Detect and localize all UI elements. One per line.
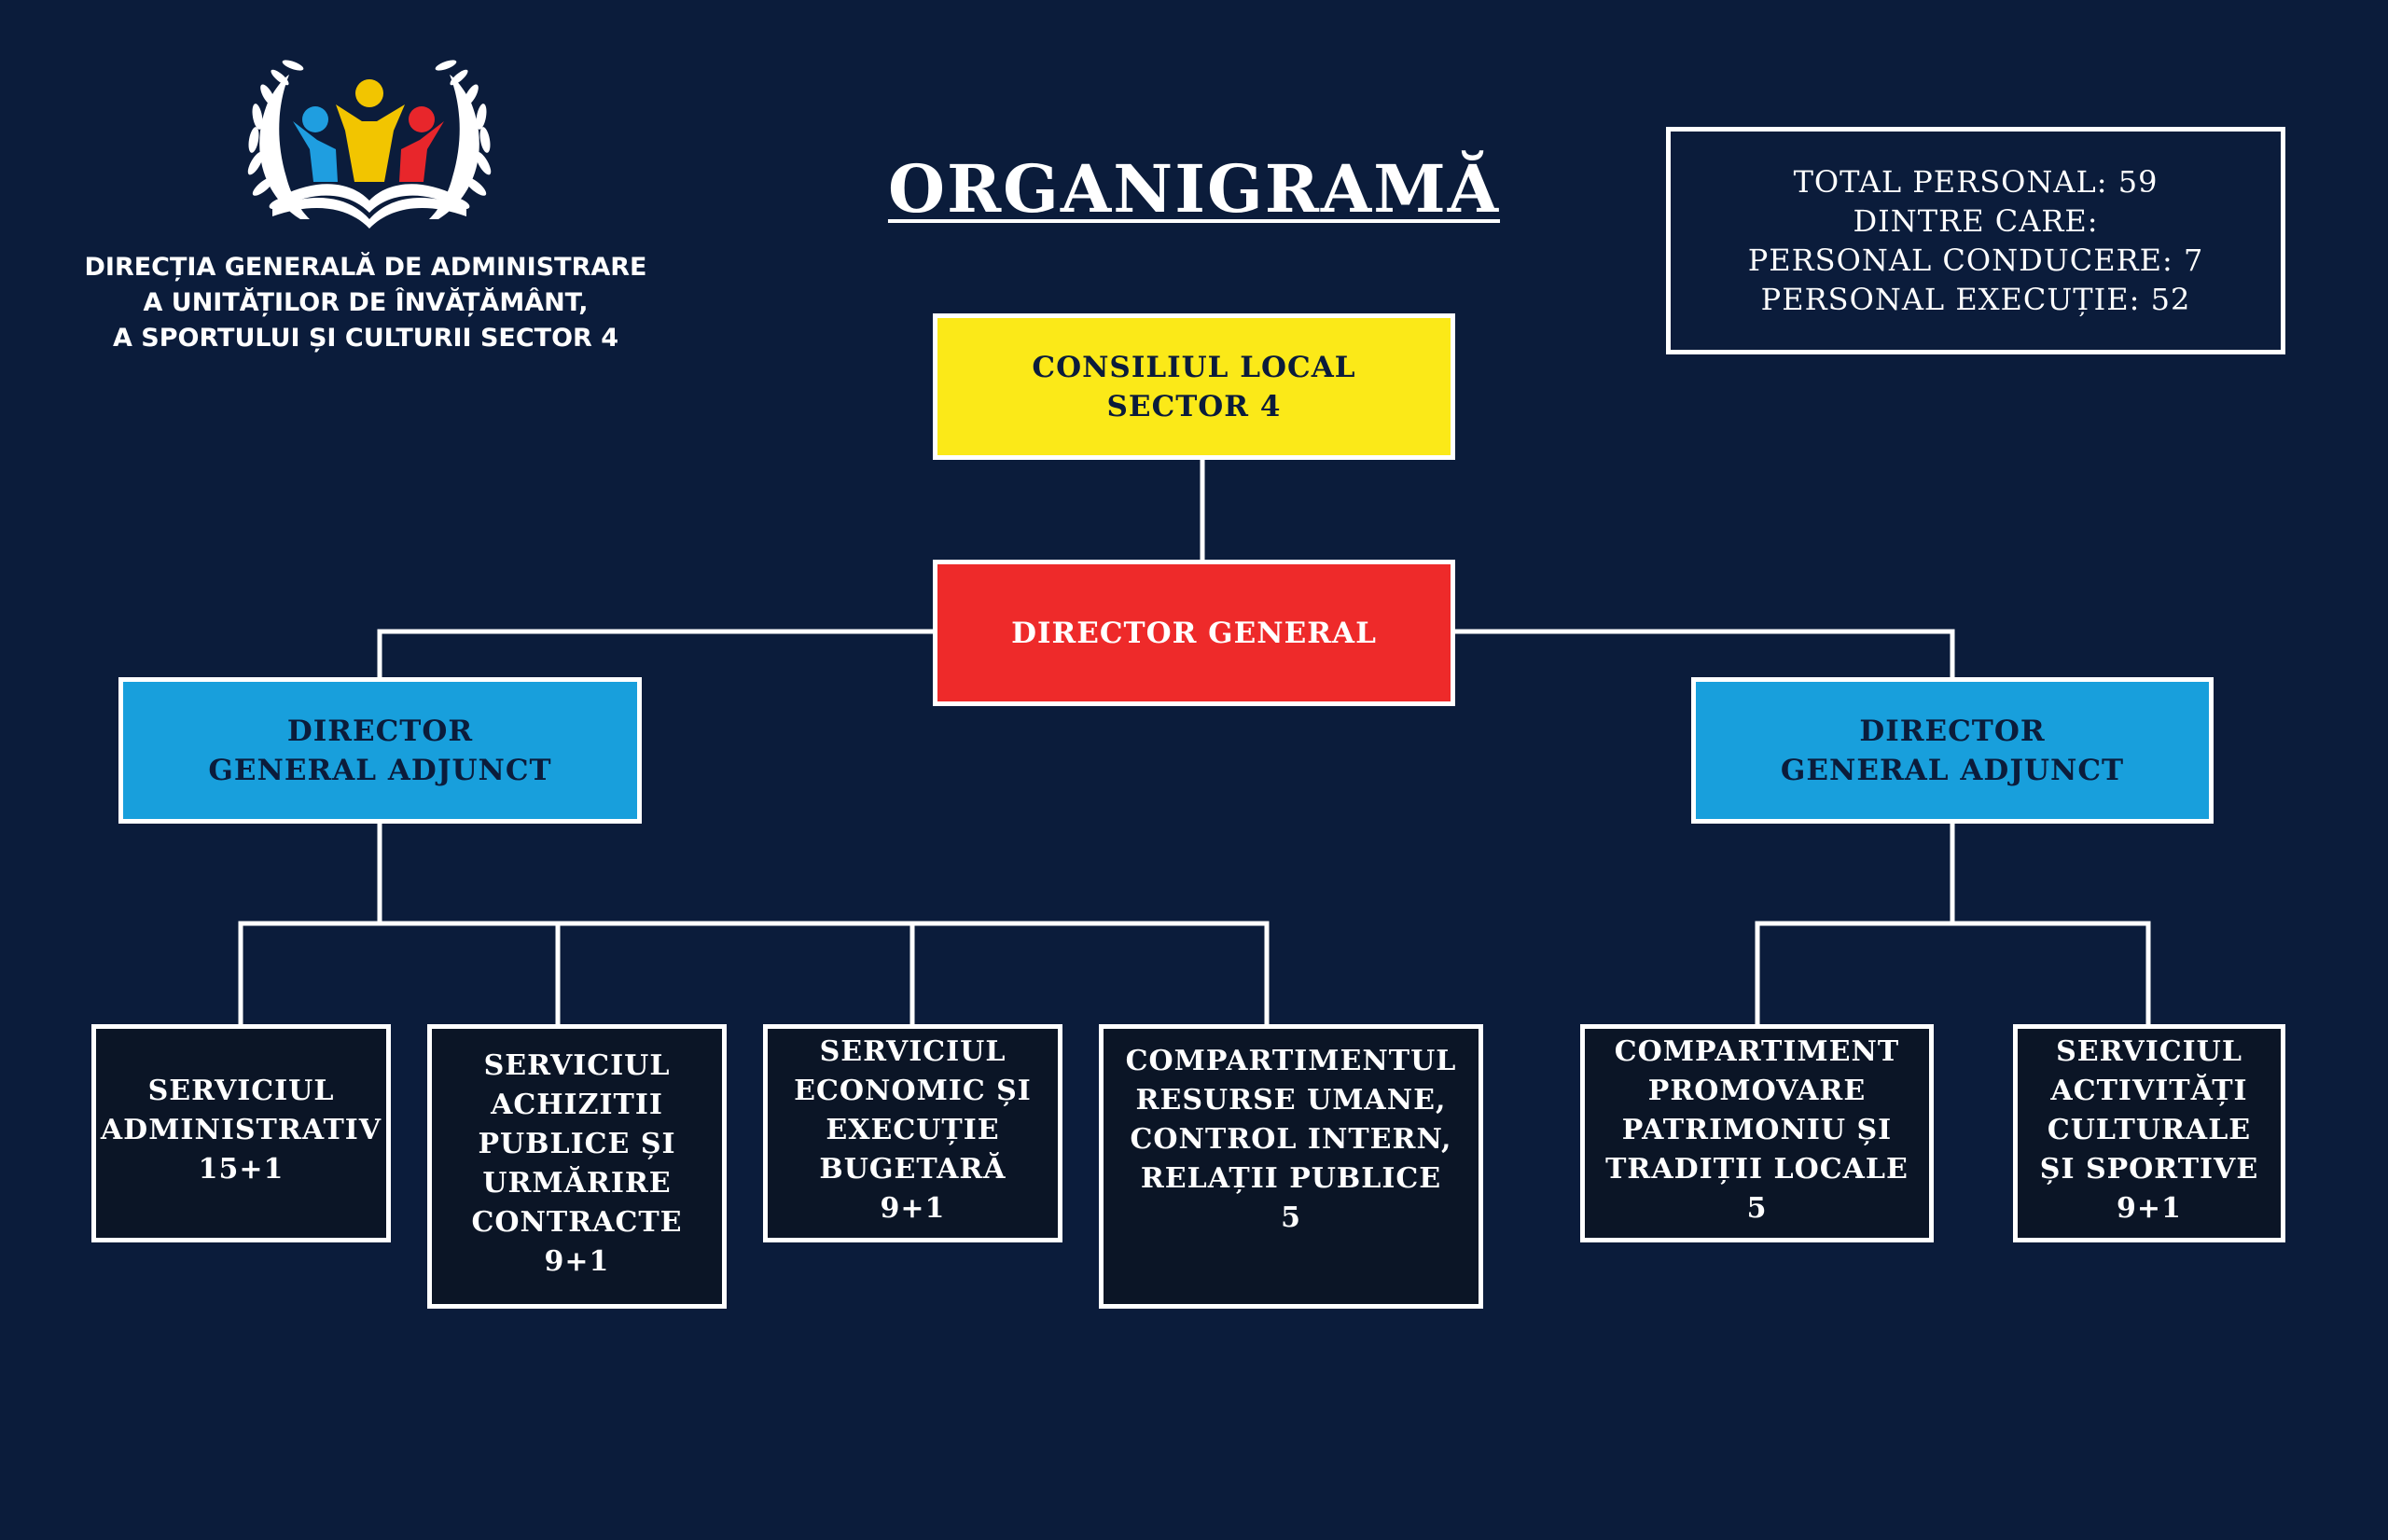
node-label: SERVICIUL [147,1075,335,1107]
node-label: GENERAL ADJUNCT [208,753,552,787]
organization-name: DIRECȚIA GENERALĂ DE ADMINISTRARE A UNIT… [65,250,666,356]
node-label: 15+1 [198,1153,285,1186]
node-label: 9+1 [880,1192,946,1225]
node-compartimentul-resurse-umane: COMPARTIMENTUL RESURSE UMANE, CONTROL IN… [1099,1024,1483,1309]
node-label: ȘI SPORTIVE [2039,1153,2259,1186]
organization-name-line: DIRECȚIA GENERALĂ DE ADMINISTRARE [84,253,647,282]
node-label: PUBLICE ȘI [478,1127,676,1160]
node-label: ADMINISTRATIV [100,1114,382,1146]
node-label: ACTIVITĂȚI [2050,1075,2248,1107]
node-label: TRADIȚII LOCALE [1605,1153,1909,1186]
stats-line: PERSONAL EXECUȚIE: 52 [1760,282,2191,317]
node-label: SERVICIUL [819,1035,1007,1068]
node-serviciul-achizitii: SERVICIUL ACHIZITII PUBLICE ȘI URMĂRIRE … [427,1024,727,1309]
node-label: 9+1 [544,1244,610,1278]
node-director-general-adjunct-right: DIRECTOR GENERAL ADJUNCT [1691,677,2214,824]
node-compartiment-promovare: COMPARTIMENT PROMOVARE PATRIMONIU ȘI TRA… [1580,1024,1934,1242]
node-serviciul-activitati: SERVICIUL ACTIVITĂȚI CULTURALE ȘI SPORTI… [2013,1024,2285,1242]
node-label: BUGETARĂ [819,1153,1007,1186]
node-label: URMĂRIRE [482,1166,672,1200]
organization-name-line: A UNITĂȚILOR DE ÎNVĂȚĂMÂNT, [143,288,589,317]
node-label: DIRECTOR [286,714,474,748]
node-label: SECTOR 4 [1106,389,1282,423]
stats-line: DINTRE CARE: [1853,203,2099,239]
node-director-general-adjunct-left: DIRECTOR GENERAL ADJUNCT [118,677,642,824]
stats-line: PERSONAL CONDUCERE: 7 [1747,243,2204,278]
personnel-stats-box: TOTAL PERSONAL: 59 DINTRE CARE: PERSONAL… [1666,127,2285,354]
node-label: 9+1 [2117,1192,2182,1225]
node-label: DIRECTOR GENERAL [1011,616,1377,650]
node-label: RELAȚII PUBLICE [1140,1162,1442,1195]
node-serviciul-administrativ: SERVICIUL ADMINISTRATIV 15+1 [91,1024,391,1242]
node-director-general: DIRECTOR GENERAL [933,560,1455,706]
node-label: SERVICIUL [2056,1035,2242,1068]
node-label: CONTROL INTERN, [1130,1123,1452,1156]
node-label: 5 [1281,1201,1301,1234]
page-title: ORGANIGRAMĂ [887,150,1501,228]
node-label: CULTURALE [2047,1114,2252,1146]
node-label: RESURSE UMANE, [1135,1084,1447,1117]
node-serviciul-economic: SERVICIUL ECONOMIC ȘI EXECUȚIE BUGETARĂ … [763,1024,1062,1242]
node-label: DIRECTOR [1859,714,2046,748]
node-label: CONSILIUL LOCAL [1032,350,1356,384]
node-label: SERVICIUL [483,1048,671,1082]
node-label: CONTRACTE [471,1205,683,1239]
node-consiliul-local: CONSILIUL LOCAL SECTOR 4 [933,313,1455,460]
node-label: EXECUȚIE [826,1114,1000,1146]
organization-name-line: A SPORTULUI ȘI CULTURII SECTOR 4 [112,324,619,353]
node-label: 5 [1746,1192,1768,1225]
organization-logo-icon [247,60,492,229]
node-label: ECONOMIC ȘI [794,1075,1032,1107]
node-label: GENERAL ADJUNCT [1780,753,2125,787]
node-label: COMPARTIMENT [1614,1035,1900,1068]
node-label: ACHIZITII [491,1088,663,1121]
stats-line: TOTAL PERSONAL: 59 [1793,164,2159,200]
node-label: PROMOVARE [1647,1075,1867,1107]
node-label: COMPARTIMENTUL [1125,1045,1457,1077]
node-label: PATRIMONIU ȘI [1621,1114,1893,1146]
